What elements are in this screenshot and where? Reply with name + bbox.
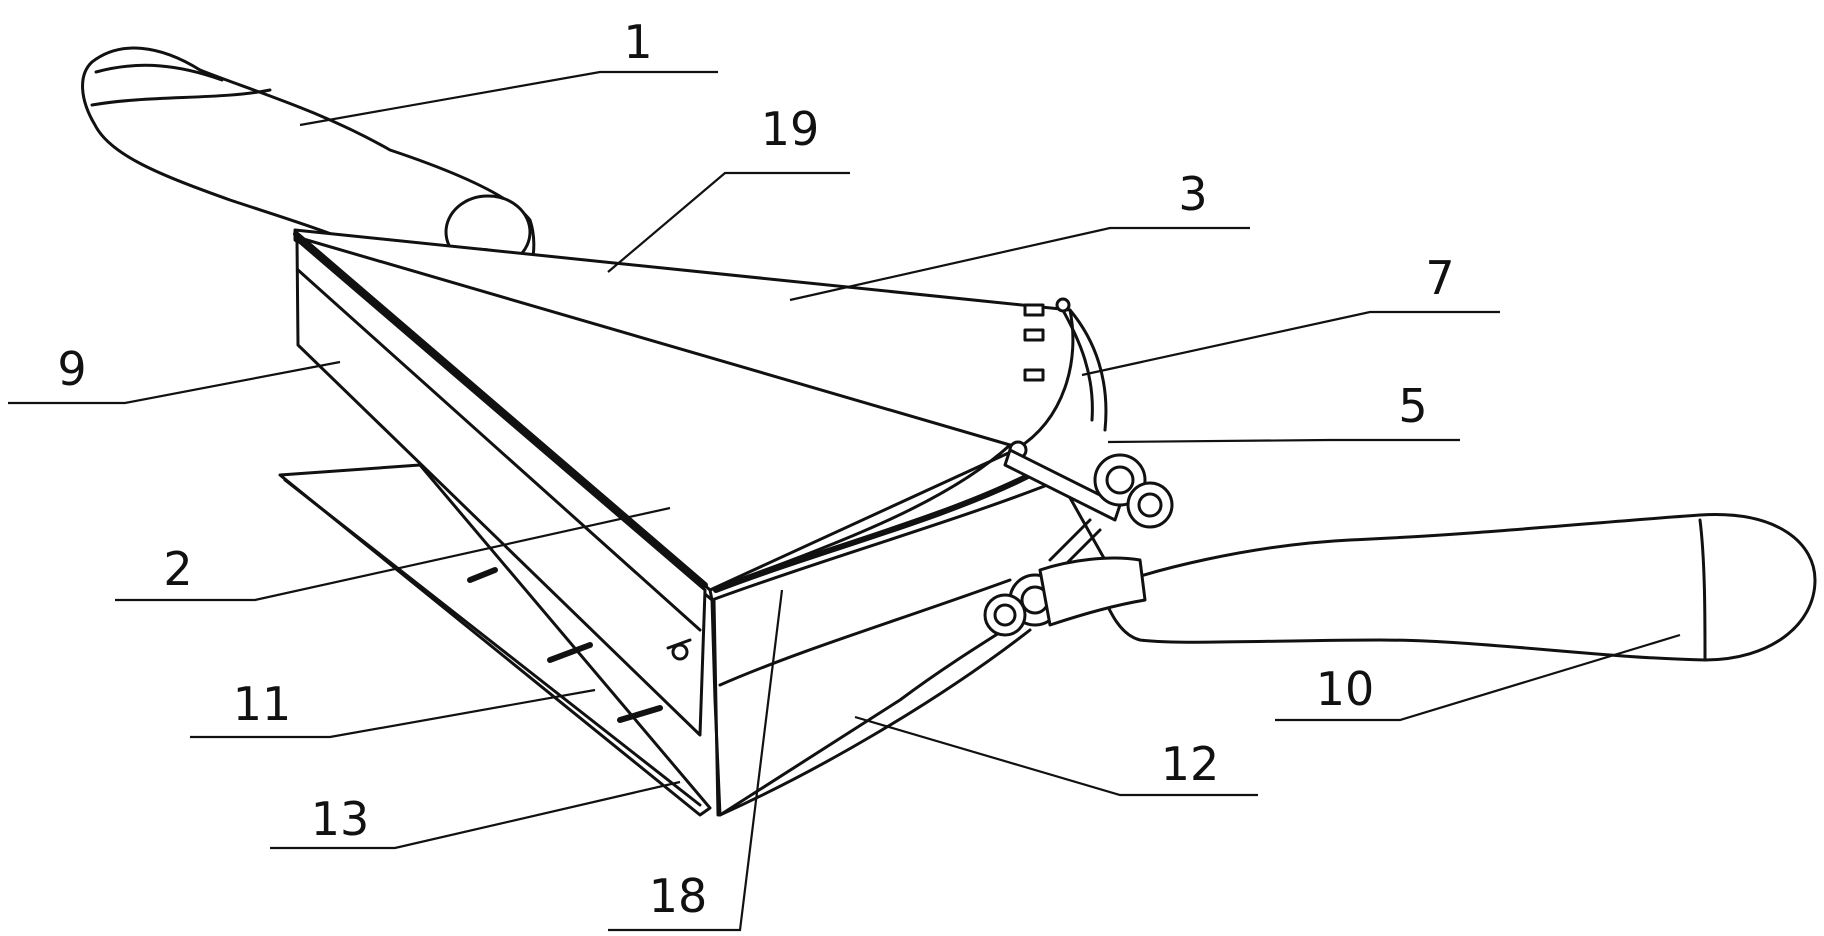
callout-13-label: 13 [311, 792, 370, 846]
callout-18: 18 [608, 589, 784, 932]
callout-18-label: 18 [649, 869, 708, 923]
lower-body [710, 472, 1107, 817]
callout-1: 1 [299, 15, 718, 127]
roller-wheels [983, 453, 1174, 637]
spring-assembly [1003, 297, 1122, 522]
callout-2: 2 [115, 506, 671, 602]
callout-5-label: 5 [1398, 379, 1427, 433]
callout-10: 10 [1275, 633, 1681, 722]
callout-19: 19 [607, 102, 850, 273]
base-plate [278, 463, 712, 817]
callout-19-label: 19 [761, 102, 820, 156]
callout-10-label: 10 [1316, 662, 1375, 716]
callout-3-label: 3 [1178, 167, 1207, 221]
side-plate [295, 238, 707, 737]
callout-12: 12 [854, 715, 1258, 797]
callout-2-label: 2 [163, 542, 192, 596]
callout-13: 13 [270, 780, 681, 850]
callout-1-label: 1 [623, 15, 652, 69]
callout-9: 9 [8, 342, 341, 405]
callout-12-label: 12 [1161, 737, 1220, 791]
callout-3: 3 [789, 167, 1250, 302]
callout-5: 5 [1107, 379, 1460, 444]
callout-7-label: 7 [1425, 251, 1454, 305]
callout-11: 11 [190, 677, 596, 739]
callout-7: 7 [1081, 251, 1500, 377]
callout-9-label: 9 [57, 342, 86, 396]
lower-handle [1038, 513, 1817, 662]
callout-11-label: 11 [233, 677, 292, 731]
